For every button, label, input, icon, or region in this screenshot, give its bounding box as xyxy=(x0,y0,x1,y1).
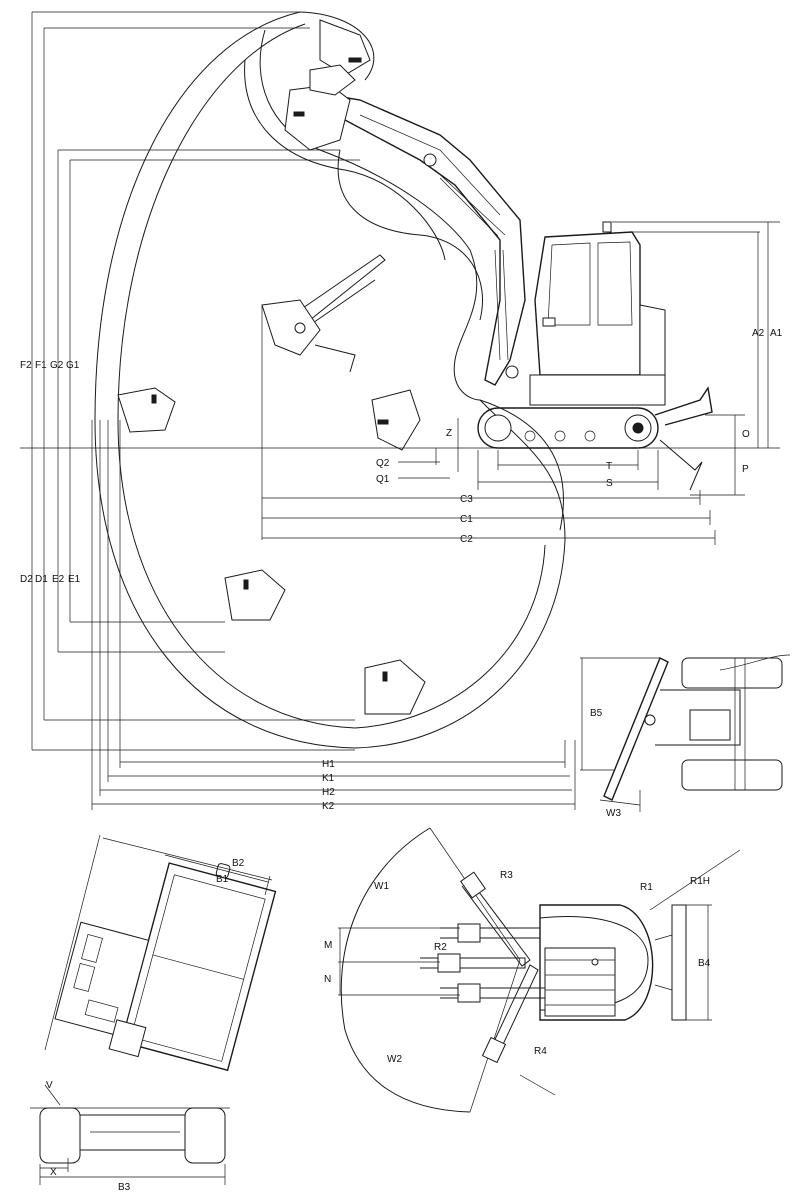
label-C1: C1 xyxy=(460,514,473,525)
label-Z: Z xyxy=(446,428,452,439)
label-S: S xyxy=(606,478,613,489)
label-E1: E1 xyxy=(68,574,81,585)
reach-envelope xyxy=(94,11,566,749)
label-B4: B4 xyxy=(698,958,711,969)
label-D1: D1 xyxy=(35,574,48,585)
label-T: T xyxy=(606,461,612,472)
top-view: W1 W2 R3 R1 R1H R2 R4 M N B4 xyxy=(324,827,741,1113)
label-C3: C3 xyxy=(460,494,473,505)
label-B2: B2 xyxy=(232,858,245,869)
label-R1H: R1H xyxy=(690,876,710,887)
label-R2: R2 xyxy=(434,942,447,953)
label-K1: K1 xyxy=(322,773,335,784)
label-G2: G2 xyxy=(50,360,64,371)
label-H1: H1 xyxy=(322,759,335,770)
label-W2: W2 xyxy=(387,1054,402,1065)
label-Q2: Q2 xyxy=(376,458,390,469)
label-M: M xyxy=(324,940,332,951)
horizontal-dim-lines xyxy=(91,305,716,810)
label-G1: G1 xyxy=(66,360,80,371)
blade-view: B5 W3 xyxy=(580,654,791,819)
boom-arm xyxy=(284,19,526,386)
front-view: B2 B1 B3 X V xyxy=(30,834,277,1193)
label-K2: K2 xyxy=(322,801,335,812)
label-H2: H2 xyxy=(322,787,335,798)
bucket-positions xyxy=(117,387,426,715)
label-E2: E2 xyxy=(52,574,65,585)
arm-secondary xyxy=(261,254,386,373)
cab-side xyxy=(529,221,666,406)
label-D2: D2 xyxy=(20,574,33,585)
label-N: N xyxy=(324,974,331,985)
label-X: X xyxy=(50,1167,57,1178)
undercarriage-side xyxy=(371,386,713,491)
label-B1: B1 xyxy=(216,874,229,885)
label-W3: W3 xyxy=(606,808,621,819)
label-R4: R4 xyxy=(534,1046,547,1057)
label-R3: R3 xyxy=(500,870,513,881)
label-B5: B5 xyxy=(590,708,603,719)
label-F2: F2 xyxy=(20,360,32,371)
label-C2: C2 xyxy=(460,534,473,545)
label-O: O xyxy=(742,429,750,440)
label-W1: W1 xyxy=(374,881,389,892)
label-A2: A2 xyxy=(752,328,765,339)
label-R1: R1 xyxy=(640,882,653,893)
side-view-labels: A2 A1 F2 F1 G2 G1 D2 D1 E2 E1 H1 K1 H2 K… xyxy=(20,328,783,812)
label-F1: F1 xyxy=(35,360,47,371)
label-B3: B3 xyxy=(118,1182,131,1193)
label-V: V xyxy=(46,1080,53,1091)
label-Q1: Q1 xyxy=(376,474,390,485)
vertical-dim-lines xyxy=(20,11,780,751)
label-A1: A1 xyxy=(770,328,783,339)
label-P: P xyxy=(742,464,749,475)
